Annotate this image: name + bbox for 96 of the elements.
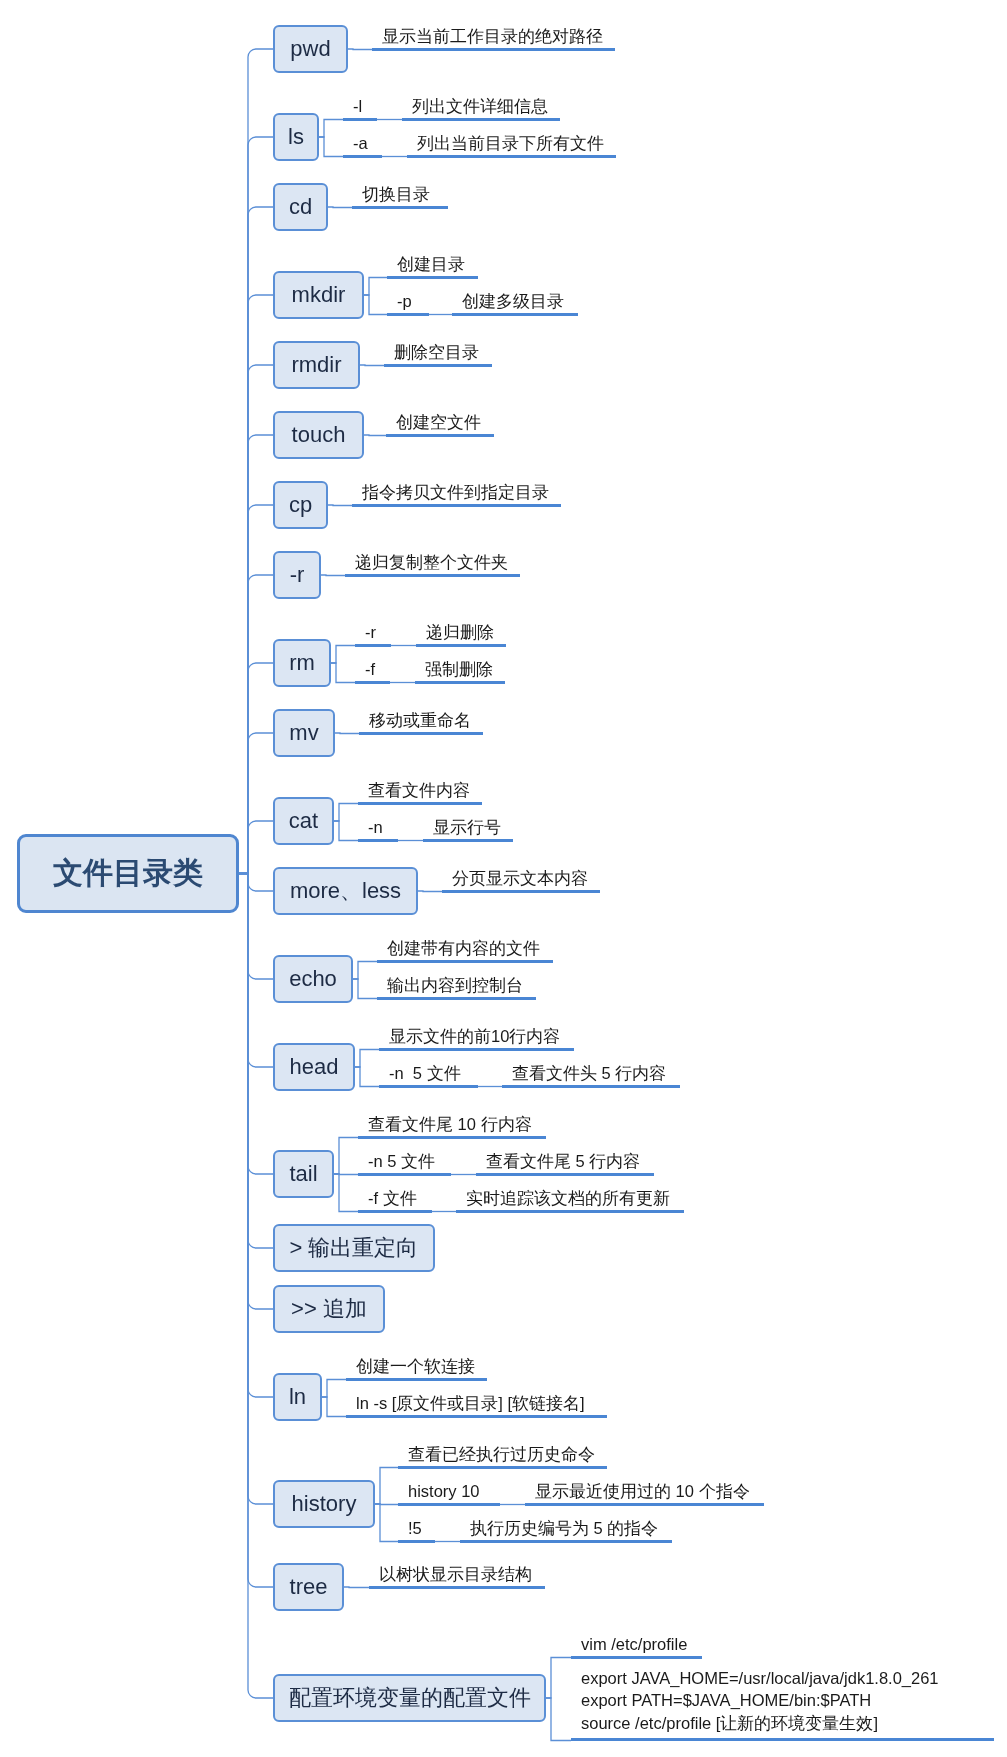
connector-line [417, 890, 443, 893]
command-box: cd [273, 183, 328, 231]
subtopic-label: !5 [398, 1515, 435, 1543]
command-box: 配置环境变量的配置文件 [273, 1674, 546, 1722]
subtopic-label: -a [343, 130, 382, 158]
connector-line [499, 1503, 526, 1506]
command-box: pwd [273, 25, 348, 73]
subtopic-label: 显示当前工作目录的绝对路径 [372, 23, 615, 51]
subtopic-label: vim /etc/profile [571, 1631, 702, 1659]
subtopic-label: 执行历史编号为 5 的指令 [460, 1515, 672, 1543]
connector-line [363, 434, 387, 437]
connector-line [374, 1503, 399, 1543]
command-box: tail [273, 1150, 334, 1198]
subtopic-label: 以树状显示目录结构 [369, 1561, 545, 1589]
subtopic-label: -l [343, 93, 377, 121]
command-box: -r [273, 551, 321, 599]
connector-line [354, 1066, 380, 1088]
subtopic-label: 查看文件头 5 行内容 [502, 1060, 680, 1088]
subtopic-label: 实时追踪该文档的所有更新 [456, 1185, 684, 1213]
command-box: ln [273, 1373, 322, 1421]
connector-line [428, 313, 453, 316]
subtopic-label: 输出内容到控制台 [377, 972, 536, 1000]
connector-line [321, 1396, 347, 1418]
subtopic-label: 创建多级目录 [452, 288, 578, 316]
connector-line [376, 118, 403, 121]
subtopic-label: 移动或重命名 [359, 707, 483, 735]
command-box: head [273, 1043, 355, 1091]
connector-line [320, 574, 346, 577]
connector-line [381, 155, 408, 158]
connector-line [318, 136, 344, 158]
subtopic-label: 创建带有内容的文件 [377, 935, 553, 963]
subtopic-label: 创建目录 [387, 251, 478, 279]
subtopic-label: 递归删除 [416, 619, 506, 647]
subtopic-label: 创建一个软连接 [346, 1353, 487, 1381]
subtopic-label: ln -s [原文件或目录] [软链接名] [346, 1390, 607, 1418]
command-box: mv [273, 709, 335, 757]
command-box: > 输出重定向 [273, 1224, 435, 1272]
connector-line [333, 1173, 359, 1213]
connector-line [359, 364, 385, 367]
connector-line [477, 1085, 503, 1088]
connector-line [363, 294, 388, 316]
command-box: mkdir [273, 271, 364, 319]
subtopic-label: 显示最近使用过的 10 个指令 [525, 1478, 764, 1506]
subtopic-line: source /etc/profile [让新的环境变量生效] [581, 1712, 879, 1734]
subtopic-label: 指令拷贝文件到指定目录 [352, 479, 561, 507]
connector-line [347, 48, 373, 51]
subtopic-label: -n 5 文件 [379, 1060, 478, 1088]
command-box: >> 追加 [273, 1285, 385, 1333]
subtopic-label: -f 文件 [358, 1185, 432, 1213]
subtopic-label: -n [358, 814, 398, 842]
command-box: touch [273, 411, 364, 459]
command-box: cat [273, 797, 334, 845]
subtopic-label: 查看文件尾 10 行内容 [358, 1111, 546, 1139]
subtopic-label: 强制删除 [415, 656, 505, 684]
connector-line [431, 1210, 457, 1213]
connector-line [327, 206, 353, 209]
connector-line [334, 732, 360, 735]
connector-line [352, 978, 378, 1000]
subtopic-label: -p [387, 288, 429, 316]
command-box: tree [273, 1563, 344, 1611]
subtopic-label: 显示文件的前10行内容 [379, 1023, 574, 1051]
subtopic-label: 列出文件详细信息 [402, 93, 560, 121]
subtopic-label: 分页显示文本内容 [442, 865, 600, 893]
command-box: rm [273, 639, 331, 687]
command-box: ls [273, 113, 319, 161]
connector-line [397, 839, 424, 842]
subtopic-label: -n 5 文件 [358, 1148, 451, 1176]
subtopic-label: 递归复制整个文件夹 [345, 549, 520, 577]
connector-line [333, 820, 359, 842]
connector-line [343, 1586, 370, 1589]
connector-line [545, 1697, 572, 1742]
subtopic-label: 切换目录 [352, 181, 448, 209]
subtopic-label: 列出当前目录下所有文件 [407, 130, 616, 158]
subtopic-label: 查看文件尾 5 行内容 [476, 1148, 654, 1176]
subtopic-label: history 10 [398, 1478, 500, 1506]
subtopic-label: 查看已经执行过历史命令 [398, 1441, 607, 1469]
subtopic-label: 查看文件内容 [358, 777, 482, 805]
command-box: more、less [273, 867, 418, 915]
connector-line [327, 504, 353, 507]
command-box: rmdir [273, 341, 360, 389]
connector-line [434, 1540, 461, 1543]
connector-line [389, 681, 416, 684]
subtopic-label: 创建空文件 [386, 409, 494, 437]
command-box: cp [273, 481, 328, 529]
command-box: echo [273, 955, 353, 1003]
subtopic-label: -f [355, 656, 390, 684]
subtopic-label: 删除空目录 [384, 339, 492, 367]
subtopic-label: 显示行号 [423, 814, 513, 842]
subtopic-label: -r [355, 619, 391, 647]
command-box: history [273, 1480, 375, 1528]
subtopic-line: export JAVA_HOME=/usr/local/java/jdk1.8.0_261 [581, 1667, 940, 1689]
connector-line [450, 1173, 477, 1176]
connector-line [390, 644, 417, 647]
subtopic-line: export PATH=$JAVA_HOME/bin:$PATH [581, 1690, 873, 1711]
central-topic-box: 文件目录类 [17, 834, 239, 913]
connector-line [330, 662, 356, 684]
